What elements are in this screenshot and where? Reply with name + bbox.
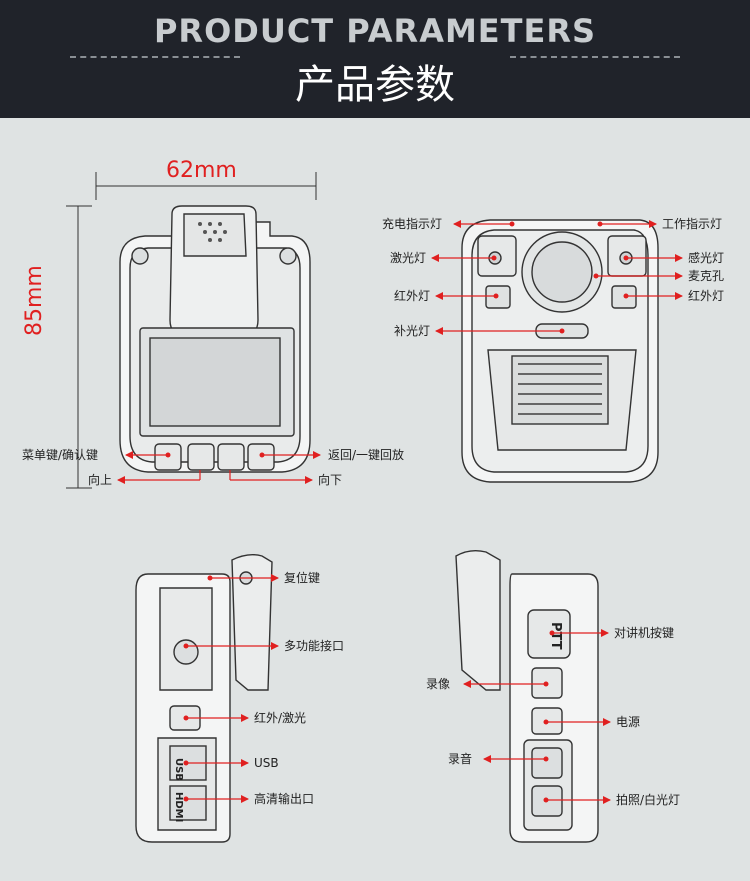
label-photo-white: 拍照/白光灯 <box>616 793 681 807</box>
label-ir-right: 红外灯 <box>688 289 725 303</box>
label-work-indicator: 工作指示灯 <box>662 217 723 231</box>
front-clip-holes <box>198 222 227 242</box>
label-down: 向下 <box>318 473 343 487</box>
label-hdmi-out: 高清输出口 <box>254 792 315 806</box>
label-up: 向上 <box>88 473 113 487</box>
label-laser: 激光灯 <box>390 251 427 265</box>
left-side-device <box>135 553 273 843</box>
label-ir-left: 红外灯 <box>394 289 431 303</box>
label-reset: 复位键 <box>284 571 321 585</box>
label-fill-light: 补光灯 <box>394 324 431 338</box>
right-side-device <box>455 549 599 843</box>
label-multi-port: 多功能接口 <box>284 639 345 653</box>
dimension-lines <box>66 172 317 489</box>
label-light-sensor: 感光灯 <box>688 251 725 265</box>
label-menu-confirm: 菜单键/确认键 <box>22 448 99 462</box>
title-english: PRODUCT PARAMETERS <box>153 12 597 50</box>
hdmi-port-mark: HDMI <box>173 792 184 822</box>
leader-dots <box>165 221 629 803</box>
header-banner: PRODUCT PARAMETERS 产品参数 <box>0 0 750 118</box>
label-audio: 录音 <box>448 752 473 766</box>
header-divider-right <box>510 56 680 58</box>
label-video: 录像 <box>426 677 451 691</box>
label-power: 电源 <box>616 715 641 729</box>
back-speaker-grille <box>518 363 602 415</box>
label-mic: 麦克孔 <box>688 269 725 283</box>
usb-port-mark: USB <box>173 758 184 781</box>
leader-lines <box>117 220 683 804</box>
front-view-device <box>119 205 311 473</box>
width-dimension-label: 62mm <box>166 158 237 183</box>
label-back-playback: 返回/一键回放 <box>328 448 405 462</box>
title-chinese: 产品参数 <box>295 62 455 108</box>
header-divider-left <box>70 56 240 58</box>
label-ir-laser: 红外/激光 <box>254 711 307 725</box>
back-view-device <box>461 219 659 483</box>
label-ptt-key: 对讲机按键 <box>614 626 675 640</box>
label-charge-indicator: 充电指示灯 <box>382 217 443 231</box>
label-usb: USB <box>254 756 279 770</box>
ptt-key-mark: PTT <box>548 622 563 650</box>
